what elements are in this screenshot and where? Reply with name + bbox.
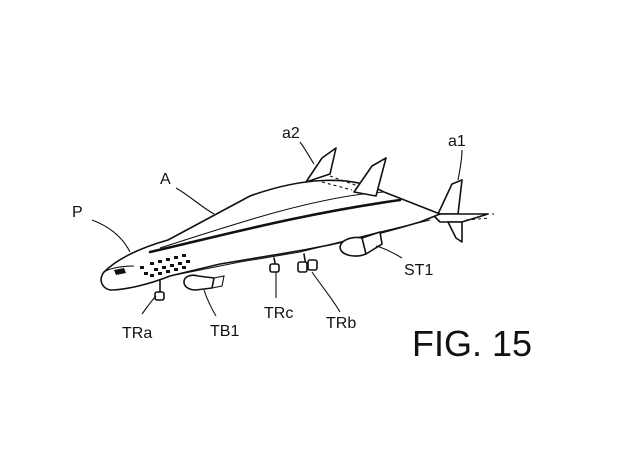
label-a: A	[160, 171, 171, 188]
landing-gear-trb	[297, 253, 318, 273]
label-a2: a2	[282, 125, 300, 142]
booster-tb1	[183, 274, 225, 291]
landing-gear-trc	[269, 257, 280, 273]
figure-caption: FIG. 15	[412, 323, 532, 364]
label-tb1: TB1	[210, 323, 239, 340]
tail-fin-a1	[431, 179, 494, 243]
label-p: P	[72, 204, 83, 221]
cabin-windows	[140, 254, 190, 277]
label-tra: TRa	[122, 325, 152, 342]
fin-a2	[305, 147, 387, 197]
label-st1: ST1	[404, 262, 433, 279]
engine-st1	[339, 231, 383, 257]
leader-lines	[91, 141, 463, 317]
landing-gear-tra	[154, 279, 165, 301]
fuselage	[100, 179, 441, 291]
label-a1: a1	[448, 133, 466, 150]
label-trb: TRb	[326, 315, 356, 332]
label-trc: TRc	[264, 305, 293, 322]
